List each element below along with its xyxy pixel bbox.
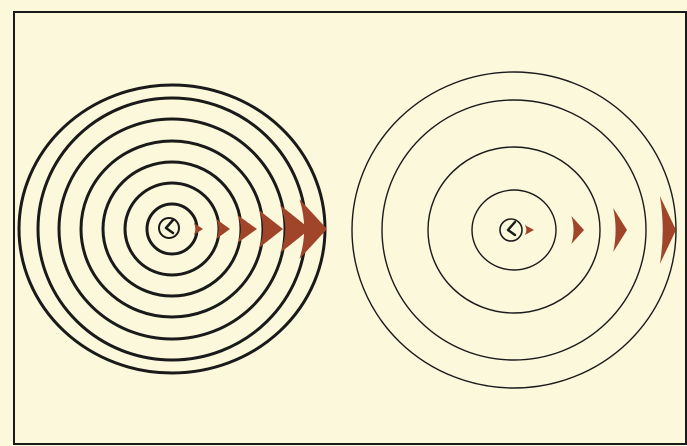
right-wavefront-marker-1	[525, 225, 534, 235]
left-wave-diagram	[19, 85, 327, 373]
left-ring-2	[125, 183, 219, 275]
left-ring-1	[147, 204, 197, 254]
right-ring-1	[472, 190, 556, 270]
right-source-circle	[500, 219, 522, 241]
right-wavefront-marker-3	[613, 208, 627, 252]
left-ring-4	[81, 141, 263, 317]
left-wavefront-marker-1	[194, 223, 203, 235]
right-clock-icon	[500, 219, 522, 241]
right-wavefront-marker-2	[571, 216, 584, 244]
right-clock-hands	[508, 222, 515, 235]
right-wave-diagram	[352, 72, 676, 388]
frame-border	[14, 12, 686, 444]
left-source-circle	[159, 218, 179, 238]
left-clock-hands	[166, 220, 173, 233]
left-clock-icon	[159, 218, 179, 238]
right-ring-4	[352, 72, 676, 388]
right-ring-3	[382, 100, 646, 360]
right-rings-group	[352, 72, 676, 388]
